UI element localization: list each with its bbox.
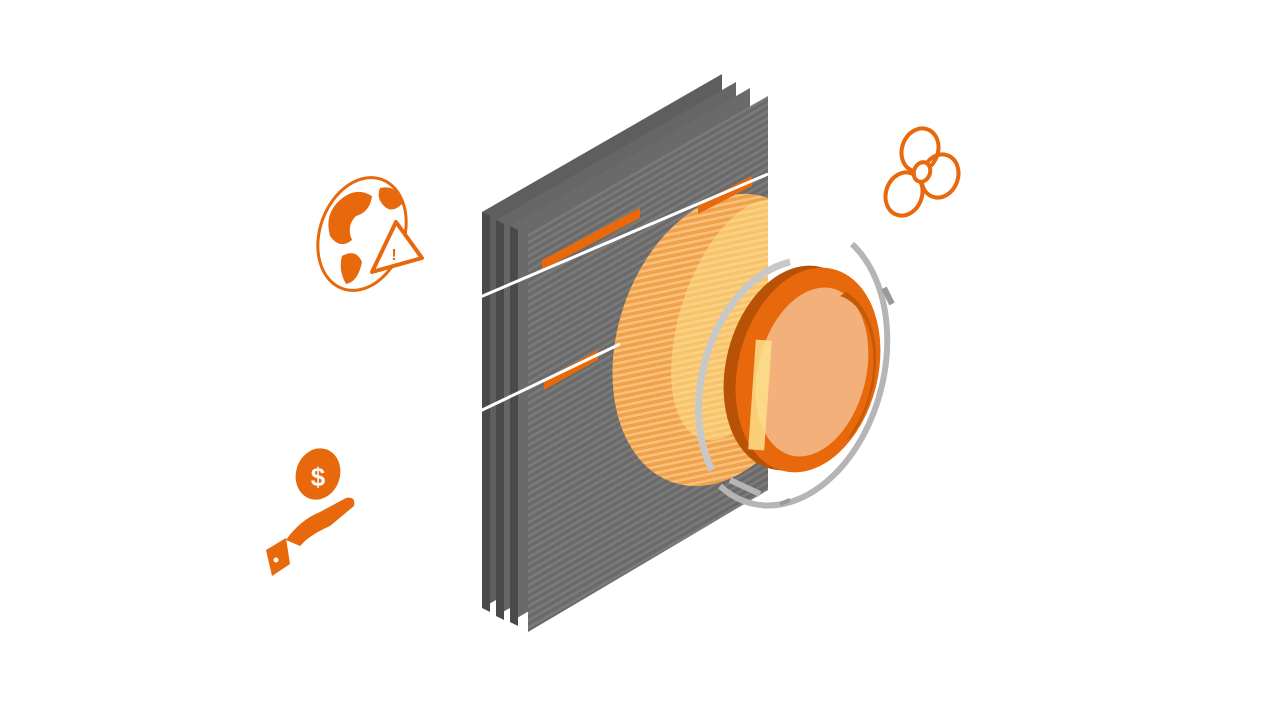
globe-continent-3 [340,253,362,284]
warning-symbol: ! [391,247,396,264]
dollar-symbol: $ [311,462,326,492]
cuff-button [273,557,279,563]
globe-with-warning-triangle-icon: ! [316,176,424,292]
lens-highlight-strip [748,339,772,451]
scan-line-2 [477,342,621,414]
lens-gray-dash-3 [881,286,895,306]
hand-cuff [266,538,290,576]
hand-holding-dollar-coin-icon: $ [266,448,355,576]
lens-outer-gray-ring-b [695,258,791,472]
lens-gray-dash-1 [728,477,762,497]
highlight-bar-1 [542,208,640,270]
document-page-edge-3 [510,226,518,626]
hand-fingers [308,515,334,526]
document-page-edge-1 [482,212,490,612]
scan-line-1 [477,172,769,300]
document-page-edge-2 [496,220,504,620]
globe-continent-1 [328,191,372,245]
warning-triangle-icon [370,220,424,274]
biohazard-icon [883,126,961,218]
magnifying-lens-icon [695,241,895,509]
lens-inner-shadow [840,292,877,440]
lens-glass [755,287,869,457]
globe-continent-2 [378,187,402,210]
dollar-coin-icon [295,448,341,500]
lens-outer-gray-ring [717,241,891,509]
lens-gray-dash-2 [779,498,791,506]
